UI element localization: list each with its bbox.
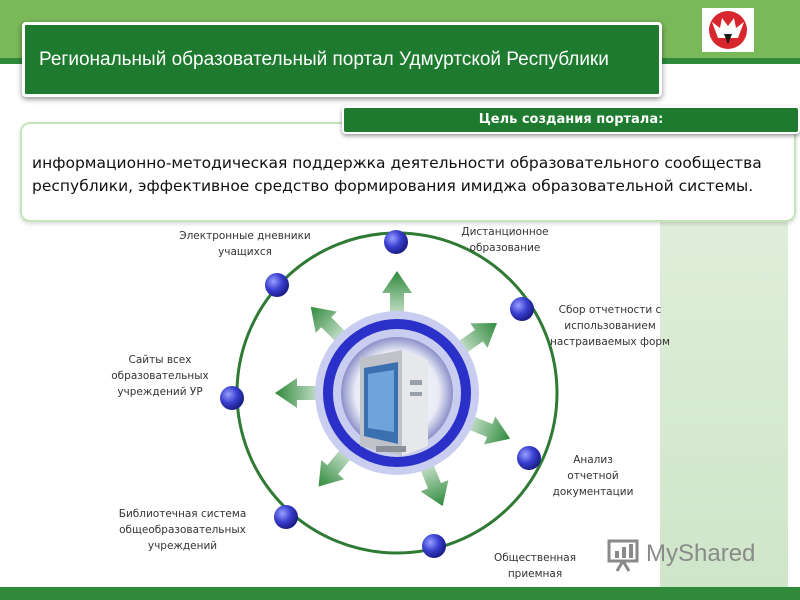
- node-sites: [220, 386, 244, 410]
- label-library: Библиотечная система общеобразовательных…: [118, 508, 247, 552]
- node-analysis: [517, 446, 541, 470]
- page-title: Региональный образовательный портал Удму…: [39, 48, 609, 70]
- watermark-text: MyShared: [646, 540, 756, 567]
- node-library: [274, 505, 298, 529]
- label-distance: Дистанционное образование: [461, 226, 549, 254]
- udmurtia-emblem-icon: [702, 8, 754, 52]
- arrow-left: [275, 378, 335, 408]
- presentation-icon: [607, 539, 639, 572]
- label-analysis: Анализ отчетной документации: [552, 454, 634, 498]
- node-reports: [510, 297, 534, 321]
- node-diaries: [265, 273, 289, 297]
- computer-icon: [360, 350, 428, 456]
- watermark: MyShared: [606, 536, 776, 574]
- goal-box: информационно-методическая поддержка дея…: [20, 122, 796, 222]
- label-diaries: Электронные дневники учащихся: [179, 230, 311, 258]
- node-distance: [384, 230, 408, 254]
- label-reception: Общественная приемная: [493, 552, 577, 580]
- label-sites: Сайты всех образовательных учреждений УР: [111, 354, 209, 398]
- page-title-box: Региональный образовательный портал Удму…: [22, 22, 662, 97]
- right-side-panel: [660, 220, 788, 590]
- node-reception: [422, 534, 446, 558]
- goal-label: Цель создания портала:: [342, 106, 800, 134]
- goal-text: информационно-методическая поддержка дея…: [32, 154, 762, 195]
- arrow-up: [382, 271, 412, 331]
- label-reports: Сбор отчетности с использованием настраи…: [550, 304, 670, 348]
- bottom-band: [0, 587, 800, 600]
